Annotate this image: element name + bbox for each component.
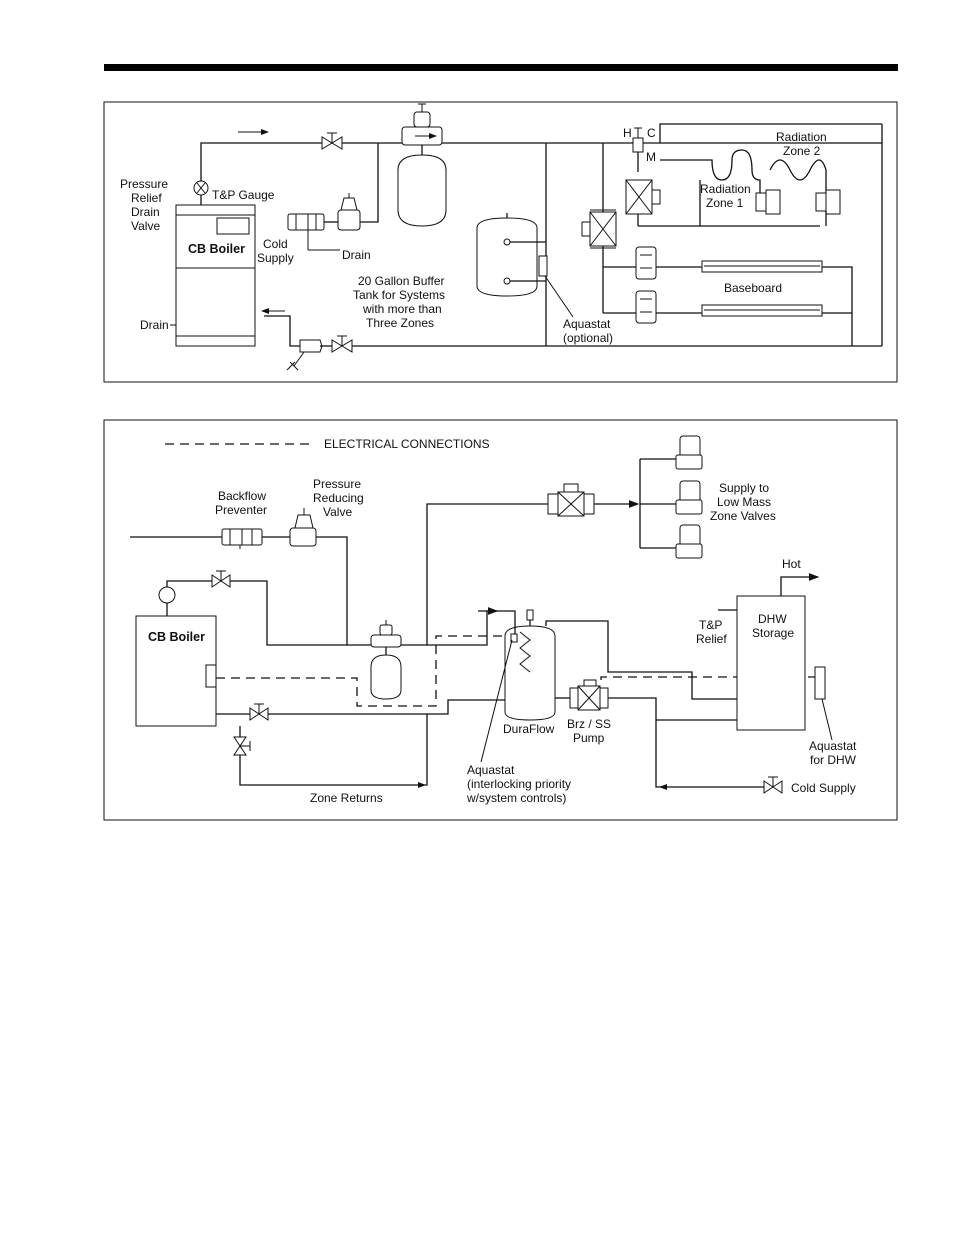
pressure-reducing-valve-label-2: Reducing (313, 491, 364, 505)
zone-valve-baseboard-1 (635, 246, 657, 280)
cb-boiler-1: CB Boiler (175, 204, 256, 347)
air-separator-2 (370, 620, 402, 648)
hot-label: Hot (782, 557, 801, 571)
aquastat-dhw (814, 666, 833, 741)
boiler-gauge-2 (158, 586, 176, 604)
cold-supply-valve-2 (763, 776, 783, 794)
strainer-1 (286, 339, 323, 371)
aquastat-dhw-label-1: Aquastat (809, 739, 857, 753)
aquastat-priority-label-1: Aquastat (467, 763, 515, 777)
electrical-connections-label: ELECTRICAL CONNECTIONS (324, 437, 490, 451)
dhw-storage-label-2: Storage (752, 626, 794, 640)
zone-valve-radiation-1 (755, 189, 781, 215)
supply-zone-valves-label-2: Low Mass (717, 495, 771, 509)
electrical-dhw-link (600, 676, 816, 680)
pressure-reducing-valve-2 (289, 508, 317, 547)
radiation-zone-1-label-1: Radiation (700, 182, 751, 196)
mixing-valve-h-label: H (623, 126, 632, 140)
backflow-preventer-label-1: Backflow (218, 489, 266, 503)
aquastat-optional-label-1: Aquastat (563, 317, 611, 331)
boiler-drain-valve-2 (233, 736, 251, 756)
buffer-tank-label-1: 20 Gallon Buffer (358, 274, 445, 288)
tp-gauge (193, 180, 209, 205)
mixing-valve-c-label: C (647, 126, 656, 140)
tp-relief-label-1: T&P (699, 618, 722, 632)
buffer-tank-label-4: Three Zones (366, 316, 434, 330)
aquastat-priority-label-3: w/system controls) (466, 791, 566, 805)
cold-supply-1-label-2: Supply (257, 251, 294, 265)
radiation-zone-2-label-2: Zone 2 (783, 144, 821, 158)
supply-valve-1 (321, 132, 343, 150)
low-mass-zone-valve-1 (675, 435, 703, 470)
cold-supply-1-label: Cold (263, 237, 288, 251)
zone-pump-2 (547, 483, 595, 517)
cb-boiler-2: CB Boiler (135, 615, 217, 727)
expansion-tank-1 (397, 145, 447, 227)
duraflow-tank (504, 609, 556, 721)
brz-ss-pump-label-1: Brz / SS (567, 717, 611, 731)
backflow-preventer-1 (287, 213, 325, 231)
header-rule (104, 64, 898, 71)
boiler-relief-valve-2 (211, 570, 231, 588)
pump-zone-1 (581, 209, 617, 249)
zone-valve-baseboard-2 (635, 290, 657, 324)
diagram-1-frame (103, 101, 898, 383)
brz-ss-pump-label-2: Pump (573, 731, 605, 745)
backflow-preventer-2 (221, 528, 263, 549)
brz-ss-pump (569, 679, 609, 711)
baseboard-label: Baseboard (724, 281, 782, 295)
aquastat-optional-label-2: (optional) (563, 331, 613, 345)
radiation-zone-2-loop (769, 159, 827, 205)
cb-boiler-2-label: CB Boiler (148, 630, 205, 644)
supply-zone-valves-label-1: Supply to (719, 481, 769, 495)
low-mass-zone-valve-3 (675, 524, 703, 559)
pump-radiant (625, 179, 661, 215)
baseboard-1 (701, 260, 823, 273)
buffer-tank-label-2: Tank for Systems (353, 288, 445, 302)
radiation-zone-1-loop (660, 149, 761, 205)
dhw-storage: DHW Storage (736, 595, 806, 731)
backflow-preventer-label-2: Preventer (215, 503, 267, 517)
pressure-relief-label-4: Valve (131, 219, 160, 233)
electrical-boiler-link (216, 635, 505, 707)
pressure-reducing-valve-label-3: Valve (323, 505, 352, 519)
diagram-2-frame (103, 419, 898, 821)
drain-valve-label: Drain (342, 248, 371, 262)
expansion-tank-2 (370, 647, 402, 700)
diagram-1: CB Boiler (103, 101, 898, 383)
cb-boiler-1-label: CB Boiler (188, 242, 245, 256)
air-separator (401, 103, 443, 146)
cold-supply-2-label: Cold Supply (791, 781, 856, 795)
pressure-reducing-valve-label-1: Pressure (313, 477, 361, 491)
zone-valve-radiation-2 (815, 189, 841, 215)
tp-relief-label-2: Relief (696, 632, 727, 646)
boiler-return-valve-2 (249, 703, 269, 721)
aquastat-optional (538, 255, 574, 318)
drain-boiler-label: Drain (140, 318, 169, 332)
low-mass-zone-valve-2 (675, 480, 703, 515)
return-valve-1 (331, 335, 353, 353)
mixing-valve: H C M (623, 126, 656, 172)
buffer-tank-label-3: with more than (362, 302, 442, 316)
duraflow-label: DuraFlow (503, 722, 555, 736)
radiation-zone-2-label-1: Radiation (776, 130, 827, 144)
pressure-reducing-valve-1 (337, 193, 361, 231)
diagram-2: ELECTRICAL CONNECTIONS Backflow Prevente… (103, 419, 898, 821)
pressure-relief-label-1: Pressure (120, 177, 168, 191)
tp-gauge-label: T&P Gauge (212, 188, 275, 202)
aquastat-priority-label-2: (interlocking priority (467, 777, 571, 791)
zone-returns-label: Zone Returns (310, 791, 383, 805)
dhw-storage-label-1: DHW (758, 612, 787, 626)
supply-zone-valves-label-3: Zone Valves (710, 509, 776, 523)
pressure-relief-label-3: Drain (131, 205, 160, 219)
pressure-relief-label-2: Relief (131, 191, 162, 205)
buffer-tank (476, 213, 546, 297)
baseboard-2 (701, 304, 823, 317)
radiation-zone-1-label-2: Zone 1 (706, 196, 744, 210)
mixing-valve-m-label: M (646, 150, 656, 164)
aquastat-dhw-label-2: for DHW (810, 753, 857, 767)
